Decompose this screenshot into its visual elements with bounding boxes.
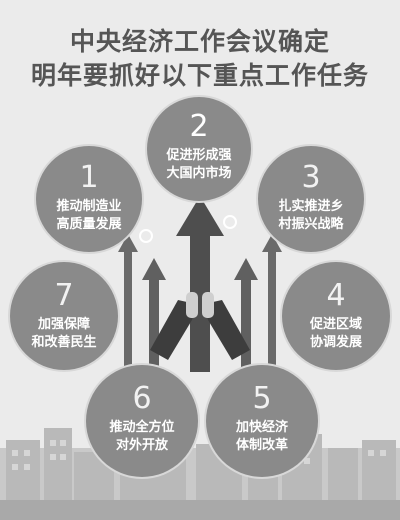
task-label-line2: 村振兴战略 [278,217,344,232]
task-label: 加强保障 和改善民生 [10,316,118,352]
task-circle-4: 4 促进区域 协调发展 [282,262,390,370]
task-label-line2: 对外开放 [115,438,168,453]
task-label-line2: 大国内市场 [166,166,232,181]
task-circle-1: 1 推动制造业 高质量发展 [36,146,142,252]
task-label: 促进形成强 大国内市场 [147,147,251,183]
task-number: 7 [54,278,74,313]
task-label: 促进区域 协调发展 [282,316,390,352]
gear-icon [139,215,237,243]
task-number: 6 [132,381,152,416]
task-number: 1 [79,160,99,195]
task-label-line2: 协调发展 [309,335,362,350]
task-number: 5 [252,381,272,416]
hands-icon [150,292,250,360]
title-line-2: 明年要抓好以下重点工作任务 [30,61,369,90]
rising-arrows-icon [118,196,282,372]
task-number: 2 [189,109,209,144]
task-number: 4 [326,278,346,313]
task-circle-6: 6 推动全方位 对外开放 [86,365,198,477]
task-circle-3: 3 扎实推进乡 村振兴战略 [258,146,364,252]
task-label-line1: 促进区域 [309,317,362,332]
task-circle-7: 7 加强保障 和改善民生 [10,262,118,370]
task-label-line2: 和改善民生 [31,335,97,350]
task-label-line2: 体制改革 [235,438,288,453]
task-label-line1: 加快经济 [235,420,288,435]
task-label-line1: 促进形成强 [166,148,232,163]
task-label-line1: 推动全方位 [109,420,175,435]
task-circle-5: 5 加快经济 体制改革 [206,365,318,477]
task-circle-2: 2 促进形成强 大国内市场 [147,97,251,201]
task-label: 扎实推进乡 村振兴战略 [258,198,364,234]
task-label-line1: 扎实推进乡 [278,199,344,214]
task-label-line2: 高质量发展 [56,217,122,232]
task-label-line1: 加强保障 [37,317,90,332]
title-line-1: 中央经济工作会议确定 [69,27,330,56]
task-label: 加快经济 体制改革 [206,419,318,455]
task-number: 3 [301,160,321,195]
task-label: 推动制造业 高质量发展 [36,198,142,234]
task-label-line1: 推动制造业 [56,199,122,214]
task-label: 推动全方位 对外开放 [86,419,198,455]
